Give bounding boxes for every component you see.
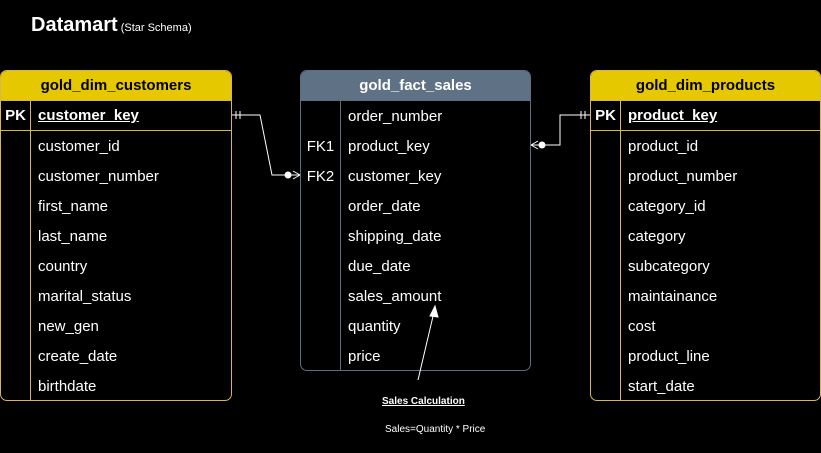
table-gold-fact-sales[interactable]: gold_fact_sales order_number FK1 product_…: [300, 70, 531, 371]
field-row: category_id: [591, 191, 820, 221]
key-label: [301, 281, 341, 311]
field-row: order_date: [301, 191, 530, 221]
note-arrow: [417, 304, 439, 381]
field-name: country: [38, 257, 88, 275]
key-label: [301, 101, 341, 131]
key-label: [301, 341, 341, 370]
pk-label: PK: [1, 101, 31, 130]
field-name: last_name: [38, 227, 108, 245]
key-label: [301, 191, 341, 221]
field-row: shipping_date: [301, 221, 530, 251]
field-name: product_number: [628, 167, 738, 185]
field-row: create_date: [1, 341, 231, 371]
field-row: start_date: [591, 371, 820, 400]
pk-field: product_key: [628, 107, 718, 124]
field-name: cost: [628, 317, 656, 335]
key-label: FK1: [301, 131, 341, 161]
field-row: new_gen: [1, 311, 231, 341]
field-row: due_date: [301, 251, 530, 281]
title-text: Datamart: [31, 14, 118, 36]
pk-row: PK customer_key: [1, 101, 231, 131]
field-name: product_key: [348, 137, 430, 155]
field-name: category: [628, 227, 686, 245]
field-row: country: [1, 251, 231, 281]
field-name: category_id: [628, 197, 706, 215]
field-name: subcategory: [628, 257, 710, 275]
field-name: maintainance: [628, 287, 718, 305]
field-row: marital_status: [1, 281, 231, 311]
pk-field: customer_key: [38, 107, 139, 124]
field-row: order_number: [301, 101, 530, 131]
field-name: marital_status: [38, 287, 132, 305]
field-row: maintainance: [591, 281, 820, 311]
field-name: new_gen: [38, 317, 99, 335]
product-relationship-line: [530, 111, 590, 150]
key-label: FK2: [301, 161, 341, 191]
field-row: category: [591, 221, 820, 251]
table-gold-dim-customers[interactable]: gold_dim_customers PK customer_key custo…: [0, 70, 232, 401]
field-row: customer_number: [1, 161, 231, 191]
field-row: product_id: [591, 131, 820, 161]
field-name: create_date: [38, 347, 118, 365]
field-name: due_date: [348, 257, 411, 275]
subtitle-text: (Star Schema): [120, 22, 192, 34]
field-name: birthdate: [38, 377, 97, 395]
field-row: first_name: [1, 191, 231, 221]
field-name: order_date: [348, 197, 421, 215]
field-row: product_line: [591, 341, 820, 371]
field-row: birthdate: [1, 371, 231, 400]
field-row: customer_id: [1, 131, 231, 161]
pk-row: PK product_key: [591, 101, 820, 131]
key-label: [301, 251, 341, 281]
field-name: first_name: [38, 197, 109, 215]
field-name: product_id: [628, 137, 699, 155]
field-name: sales_amount: [348, 287, 442, 305]
table-header: gold_dim_customers: [1, 71, 231, 101]
note-title: Sales Calculation: [382, 396, 465, 407]
field-name: customer_number: [38, 167, 159, 185]
table-gold-dim-products[interactable]: gold_dim_products PK product_key product…: [590, 70, 821, 401]
field-name: price: [348, 347, 381, 365]
field-row: last_name: [1, 221, 231, 251]
field-name: customer_key: [348, 167, 442, 185]
table-header: gold_fact_sales: [301, 71, 530, 101]
key-label: [301, 311, 341, 341]
field-name: quantity: [348, 317, 401, 335]
field-row: product_number: [591, 161, 820, 191]
field-name: shipping_date: [348, 227, 442, 245]
field-row: sales_amount: [301, 281, 530, 311]
field-row: price: [301, 341, 530, 370]
field-row: FK1 product_key: [301, 131, 530, 161]
customer-relationship-line: [232, 111, 301, 180]
field-row: cost: [591, 311, 820, 341]
field-row: subcategory: [591, 251, 820, 281]
key-label: [301, 221, 341, 251]
note-formula: Sales=Quantity * Price: [385, 424, 486, 435]
field-name: start_date: [628, 377, 695, 395]
pk-label: PK: [591, 101, 621, 130]
field-name: customer_id: [38, 137, 120, 155]
field-name: order_number: [348, 107, 443, 125]
field-row: FK2 customer_key: [301, 161, 530, 191]
table-header: gold_dim_products: [591, 71, 820, 101]
diagram-title: Datamart(Star Schema): [31, 14, 192, 37]
field-row: quantity: [301, 311, 530, 341]
field-name: product_line: [628, 347, 710, 365]
